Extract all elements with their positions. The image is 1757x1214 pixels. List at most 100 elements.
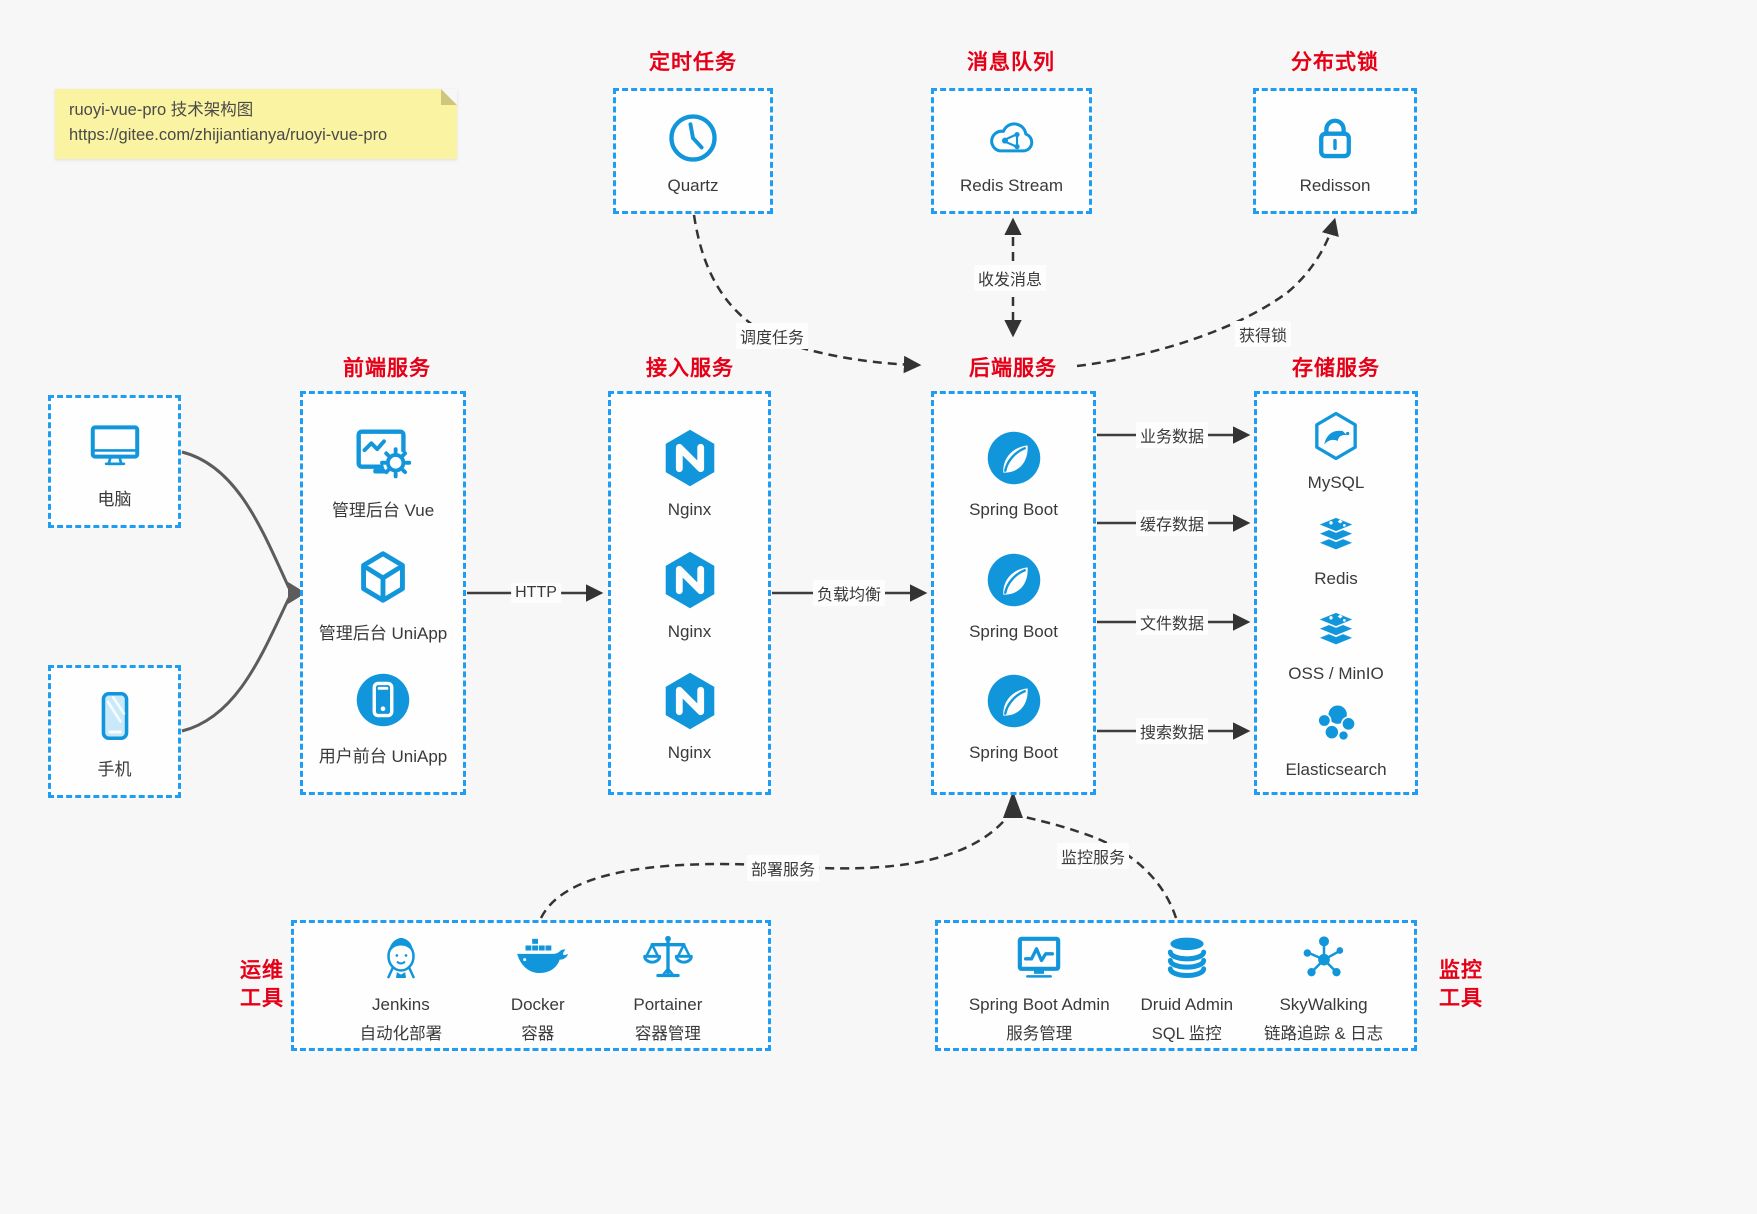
- node-label: Spring Boot: [969, 743, 1058, 763]
- monitor-chart-icon: [1018, 936, 1061, 978]
- storage-stack-icon: [1315, 611, 1357, 647]
- panel-storage: MySQL Redis OSS / MinIO: [1254, 391, 1418, 795]
- clock-icon: [669, 113, 717, 162]
- edge-client-mobile: [181, 597, 291, 733]
- node-spring-boot-1: Spring Boot: [969, 423, 1058, 520]
- edge-label-acquire-lock: 获得锁: [1234, 321, 1292, 347]
- phone-icon: [101, 691, 128, 740]
- group-title-scheduled-tasks: 定时任务: [649, 51, 737, 74]
- node-redis: Redis: [1306, 502, 1366, 589]
- elasticsearch-icon: [1317, 703, 1356, 741]
- node-label: Quartz: [667, 175, 719, 195]
- edge-label-monitor-service: 监控服务: [1056, 843, 1130, 869]
- node-user-uniapp: 用户前台 UniApp: [319, 665, 447, 767]
- edge-label-search-data: 搜索数据: [1135, 718, 1209, 744]
- mysql-icon: [1315, 412, 1357, 461]
- node-label: Nginx: [667, 743, 712, 763]
- node-label: SkyWalking: [1279, 994, 1368, 1014]
- node-druid-admin: Druid Admin SQL 监控: [1141, 928, 1233, 1044]
- node-jenkins: Jenkins 自动化部署: [359, 928, 443, 1044]
- panel-ops-tools: Jenkins 自动化部署 Docker 容器: [291, 920, 771, 1051]
- spring-boot-icon: [987, 431, 1040, 484]
- node-oss-minio: OSS / MinIO: [1288, 597, 1384, 684]
- edge-acquire-lock: [1076, 217, 1339, 368]
- node-admin-vue: 管理后台 Vue: [332, 419, 434, 521]
- node-label: Jenkins: [372, 994, 430, 1014]
- nginx-icon: [665, 673, 714, 730]
- database-icon: [1167, 937, 1206, 978]
- node-label: Nginx: [667, 499, 712, 519]
- node-label: Spring Boot: [969, 621, 1058, 641]
- node-admin-uniapp: 管理后台 UniApp: [319, 542, 447, 644]
- cube-icon: [361, 551, 405, 603]
- edge-client-pc: [181, 450, 291, 589]
- edge-label-deploy-service: 部署服务: [746, 855, 820, 881]
- edge-label-send-receive-msg: 收发消息: [973, 265, 1047, 291]
- group-title-frontend: 前端服务: [343, 357, 431, 380]
- mobile-app-icon: [356, 673, 410, 727]
- node-label: 管理后台 UniApp: [318, 624, 448, 643]
- desktop-icon: [90, 424, 139, 465]
- node-redisson: Redisson: [1299, 107, 1371, 196]
- node-quartz: Quartz: [662, 107, 724, 196]
- panel-frontend: 管理后台 Vue 管理后台 UniApp 用户前台 UniApp: [300, 391, 466, 795]
- admin-vue-icon: [356, 429, 412, 479]
- panel-client-mobile: 手机: [48, 665, 181, 798]
- node-nginx-1: Nginx: [655, 423, 725, 520]
- group-title-message-queue: 消息队列: [967, 51, 1055, 74]
- node-nginx-2: Nginx: [655, 545, 725, 642]
- spring-boot-icon: [987, 675, 1040, 728]
- group-title-storage: 存储服务: [1292, 357, 1380, 380]
- nginx-icon: [665, 429, 714, 486]
- node-desc: 自动化部署: [359, 1024, 443, 1043]
- node-label: 电脑: [97, 489, 132, 509]
- redis-stack-icon: [1315, 515, 1357, 552]
- topology-icon: [1303, 935, 1343, 976]
- nginx-icon: [665, 551, 714, 608]
- group-title-distributed-lock: 分布式锁: [1291, 51, 1379, 74]
- note-url: https://gitee.com/zhijiantianya/ruoyi-vu…: [69, 125, 388, 144]
- panel-gateway: Nginx Nginx Nginx: [608, 391, 771, 795]
- node-pc: 电脑: [83, 414, 147, 510]
- node-nginx-3: Nginx: [655, 666, 725, 763]
- node-label: OSS / MinIO: [1288, 664, 1384, 684]
- panel-client-pc: 电脑: [48, 395, 181, 528]
- edge-label-file-data: 文件数据: [1135, 609, 1209, 635]
- node-label: Redisson: [1299, 175, 1371, 195]
- node-desc: SQL 监控: [1151, 1024, 1222, 1043]
- node-mobile: 手机: [83, 684, 147, 780]
- docker-icon: [516, 938, 568, 973]
- node-docker: Docker 容器: [508, 928, 568, 1044]
- backend-bottom-arrowhead: [1003, 791, 1023, 818]
- group-title-gateway: 接入服务: [646, 357, 734, 380]
- jenkins-icon: [387, 937, 415, 978]
- group-title-backend: 后端服务: [969, 357, 1057, 380]
- node-label: Elasticsearch: [1285, 759, 1387, 779]
- panel-monitoring-tools: Spring Boot Admin 服务管理 Druid Admin SQL 监…: [935, 920, 1417, 1051]
- node-desc: 服务管理: [1006, 1024, 1073, 1043]
- node-label: 手机: [97, 759, 132, 779]
- panel-message-queue: Redis Stream: [931, 88, 1092, 214]
- panel-distributed-lock: Redisson: [1253, 88, 1417, 214]
- panel-backend: Spring Boot Spring Boot Spring Boot: [931, 391, 1096, 795]
- node-redis-stream: Redis Stream: [960, 107, 1063, 196]
- spring-boot-icon: [987, 553, 1040, 606]
- lock-icon: [1319, 118, 1351, 158]
- node-portainer: Portainer 容器管理: [633, 928, 702, 1044]
- node-skywalking: SkyWalking 链路追踪 & 日志: [1264, 928, 1383, 1044]
- node-label: Docker: [510, 994, 565, 1014]
- scales-icon: [643, 935, 693, 977]
- side-label-ops: 运维 工具: [240, 959, 284, 1011]
- node-desc: 链路追踪 & 日志: [1263, 1024, 1384, 1043]
- node-desc: 容器: [521, 1024, 555, 1043]
- cloud-share-icon: [990, 121, 1034, 152]
- node-label: Redis: [1314, 568, 1358, 588]
- panel-scheduled-tasks: Quartz: [613, 88, 773, 214]
- node-label: MySQL: [1307, 473, 1365, 493]
- sticky-note: ruoyi-vue-pro 技术架构图 https://gitee.com/zh…: [55, 89, 457, 159]
- edge-label-load-balance: 负载均衡: [812, 580, 886, 606]
- node-mysql: MySQL: [1306, 406, 1366, 493]
- node-label: Nginx: [667, 621, 712, 641]
